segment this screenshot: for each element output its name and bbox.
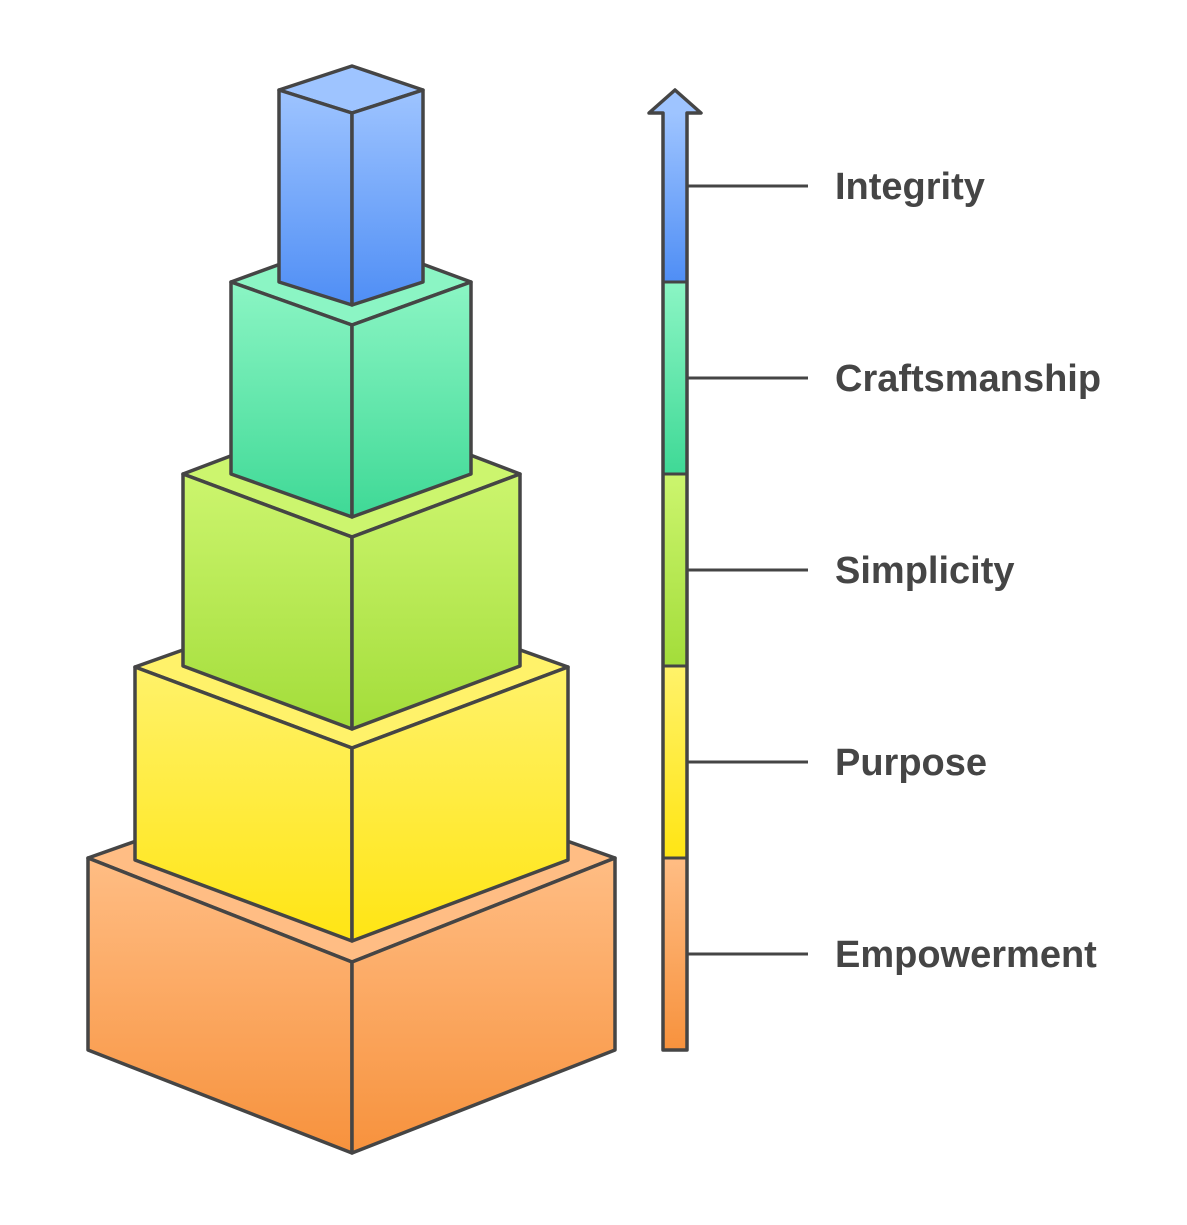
scale-segment-craftsmanship bbox=[663, 282, 687, 474]
label-craftsmanship: Craftsmanship bbox=[835, 358, 1101, 400]
scale-segment-integrity bbox=[663, 113, 687, 282]
scale-bar-outline bbox=[647, 88, 703, 1052]
scale-segment-simplicity bbox=[663, 474, 687, 666]
block-purpose-right-face bbox=[350, 665, 570, 943]
block-craftsmanship bbox=[229, 236, 473, 519]
label-purpose: Purpose bbox=[835, 742, 987, 784]
block-integrity-left-face bbox=[277, 88, 354, 307]
label-integrity: Integrity bbox=[835, 166, 985, 208]
label-simplicity: Simplicity bbox=[835, 550, 1015, 592]
block-craftsmanship-right-face bbox=[350, 280, 473, 519]
block-simplicity-right-face bbox=[350, 472, 522, 731]
scale-segment-empowerment bbox=[663, 858, 687, 1050]
label-empowerment: Empowerment bbox=[835, 934, 1097, 976]
block-integrity-right-face bbox=[350, 88, 425, 307]
scale-segment-purpose bbox=[663, 666, 687, 858]
block-craftsmanship-left-face bbox=[229, 280, 354, 519]
arrow-up-icon bbox=[649, 90, 701, 113]
block-empowerment-right-face bbox=[350, 856, 617, 1155]
scale-bar bbox=[647, 88, 703, 1052]
tier-labels: Integrity Craftsmanship Simplicity Purpo… bbox=[687, 166, 1101, 976]
block-integrity bbox=[277, 64, 425, 307]
